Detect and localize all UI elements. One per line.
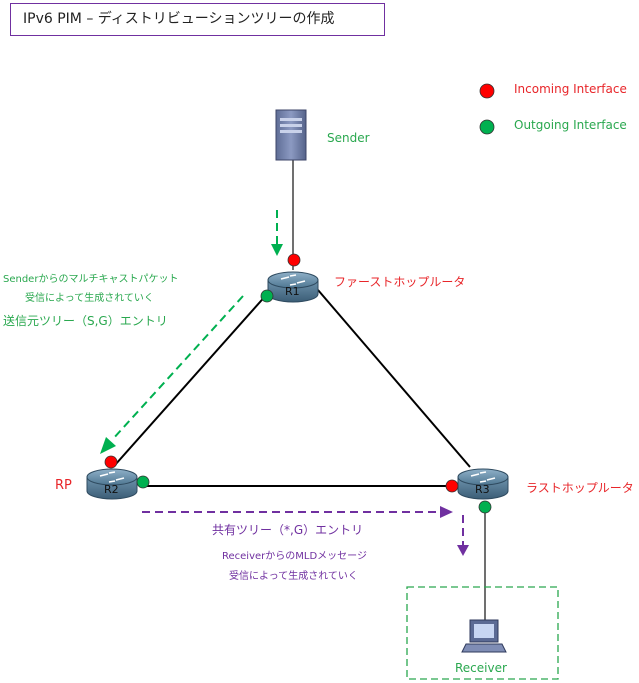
links [114, 160, 486, 622]
receiver-dashed-box [406, 586, 559, 680]
outgoing-interface-r3 [478, 500, 492, 514]
sg-note-line1: Senderからのマルチキャストパケット [3, 274, 179, 285]
legend-outgoing-label: Outgoing Interface [514, 118, 627, 132]
outgoing-interface-r1 [260, 289, 274, 303]
link-r1-r3 [317, 289, 471, 468]
page-title: IPv6 PIM – ディストリビューションツリーの作成 [10, 3, 385, 36]
first-hop-router-label: ファーストホップルータ [334, 275, 466, 289]
router-label-r2: R2 [104, 483, 119, 496]
router-icon-r1 [267, 271, 319, 303]
router-label-r1: R1 [285, 285, 300, 298]
router-label-r3: R3 [475, 483, 490, 496]
legend-incoming-marker [479, 83, 495, 99]
sg-entry-label: 送信元ツリー（S,G）エントリ [3, 314, 168, 328]
mld-note-line1: ReceiverからのMLDメッセージ [222, 551, 367, 562]
mld-note-line2: 受信によって生成されていく [229, 571, 358, 582]
shared-entry-label: 共有ツリー（*,G）エントリ [212, 523, 364, 537]
receiver-label: Receiver [455, 661, 507, 675]
shared-tree-arrows [142, 506, 469, 556]
incoming-interface-r1 [287, 253, 301, 267]
link-r1-r2 [114, 292, 269, 466]
sg-note-line2: 受信によって生成されていく [25, 293, 154, 304]
incoming-interface-r2 [104, 455, 118, 469]
sender-label: Sender [327, 131, 370, 145]
incoming-interface-r3 [445, 479, 459, 493]
legend-incoming-label: Incoming Interface [514, 82, 627, 96]
pc-icon [461, 619, 507, 653]
outgoing-interface-r2 [136, 475, 150, 489]
router-icon-r2 [86, 468, 138, 500]
legend-outgoing-marker [479, 119, 495, 135]
last-hop-router-label: ラストホップルータ [526, 481, 634, 495]
interface-markers [104, 253, 492, 514]
router-icon-r3 [457, 468, 509, 500]
sg-tree-arrows [100, 210, 283, 454]
rp-label: RP [55, 478, 72, 493]
server-icon [275, 109, 307, 161]
